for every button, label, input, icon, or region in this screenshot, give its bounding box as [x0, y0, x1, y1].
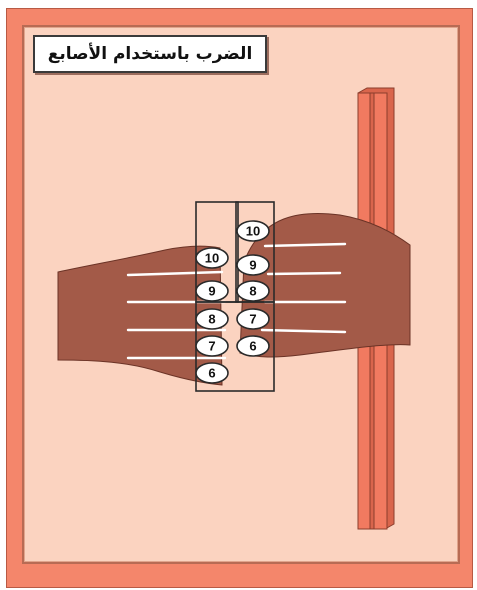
right-label-9: 9	[237, 255, 269, 275]
right-label-8-text: 8	[249, 284, 256, 299]
left-label-8: 8	[196, 309, 228, 329]
right-label-10: 10	[237, 221, 269, 241]
left-label-10-text: 10	[205, 251, 219, 266]
right-label-7: 7	[237, 309, 269, 329]
right-label-6-text: 6	[249, 339, 256, 354]
right-label-6: 6	[237, 336, 269, 356]
left-label-8-text: 8	[208, 312, 215, 327]
left-label-10: 10	[196, 248, 228, 268]
left-label-9-text: 9	[208, 284, 215, 299]
left-label-6: 6	[196, 363, 228, 383]
page-title: الضرب باستخدام الأصابع	[48, 44, 253, 64]
left-label-7-text: 7	[208, 339, 215, 354]
left-label-7: 7	[196, 336, 228, 356]
title-box: الضرب باستخدام الأصابع	[33, 35, 267, 73]
right-label-10-text: 10	[246, 224, 260, 239]
right-label-9-text: 9	[249, 258, 256, 273]
left-label-9: 9	[196, 281, 228, 301]
right-label-7-text: 7	[249, 312, 256, 327]
left-label-6-text: 6	[208, 366, 215, 381]
right-label-8: 8	[237, 281, 269, 301]
